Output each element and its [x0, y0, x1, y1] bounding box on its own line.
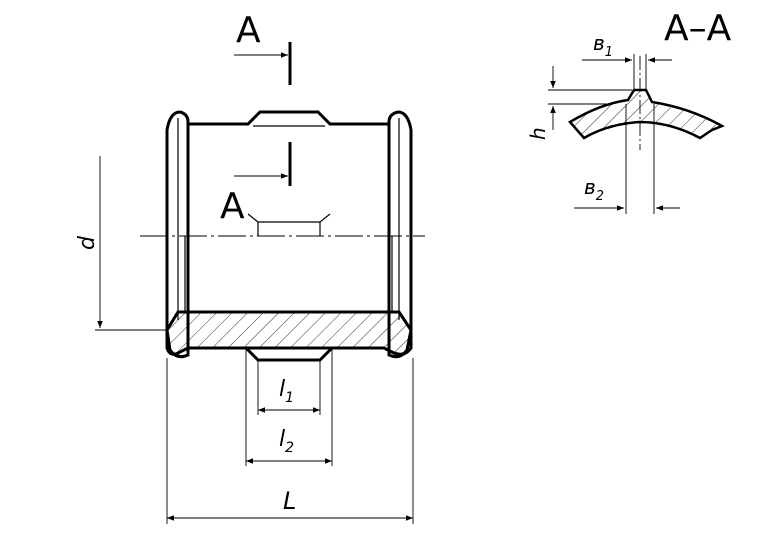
dim-b1-label: в1 [593, 31, 613, 60]
section-a-a-view: A–A в1 h в2 [526, 8, 732, 214]
dim-d-label: d [75, 235, 100, 250]
left-collar [165, 110, 190, 359]
section-marker-bottom: A [220, 186, 245, 227]
dim-l2-label: l2 [279, 427, 294, 456]
section-marker-top: A [236, 10, 261, 51]
right-collar [387, 110, 413, 359]
wall-section-hatched [165, 310, 413, 356]
body-top-edge [188, 110, 389, 126]
dim-h-label: h [526, 127, 550, 140]
dim-L-label: L [283, 487, 296, 515]
rib-outline [247, 213, 331, 236]
section-arc-hatched [568, 88, 725, 140]
dim-l1-label: l1 [279, 377, 294, 406]
section-title: A–A [664, 8, 732, 49]
dim-b2-label: в2 [584, 175, 604, 204]
coupling-main-view: A A d l1 l2 L [75, 10, 425, 524]
lower-rib [244, 346, 334, 362]
